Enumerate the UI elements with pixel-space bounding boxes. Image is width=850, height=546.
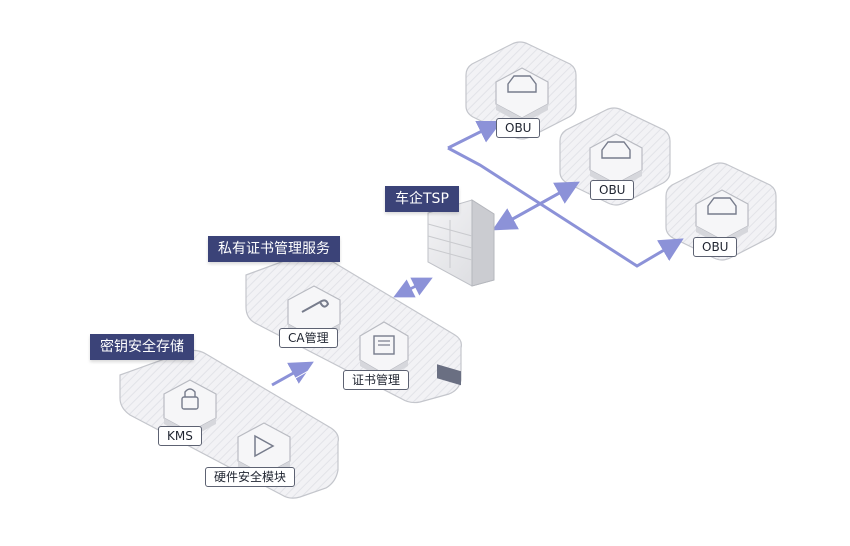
private-ca-title: 私有证书管理服务 [208, 236, 340, 262]
connector-ca-to-tsp [393, 277, 433, 298]
obu-label-3: OBU [693, 237, 738, 257]
ca-management-label: CA管理 [279, 328, 338, 348]
obu-label-1: OBU [496, 118, 541, 138]
tsp-title: 车企TSP [385, 186, 459, 212]
kms-label: KMS [158, 426, 202, 446]
connector-tsp-to-obus [447, 120, 684, 268]
key-storage-title: 密钥安全存储 [90, 334, 194, 360]
hsm-label: 硬件安全模块 [205, 467, 296, 487]
firewall-icon [427, 199, 495, 386]
cert-management-label: 证书管理 [343, 370, 410, 390]
obu-label-2: OBU [590, 180, 635, 200]
connector-storage-to-ca [271, 361, 314, 390]
